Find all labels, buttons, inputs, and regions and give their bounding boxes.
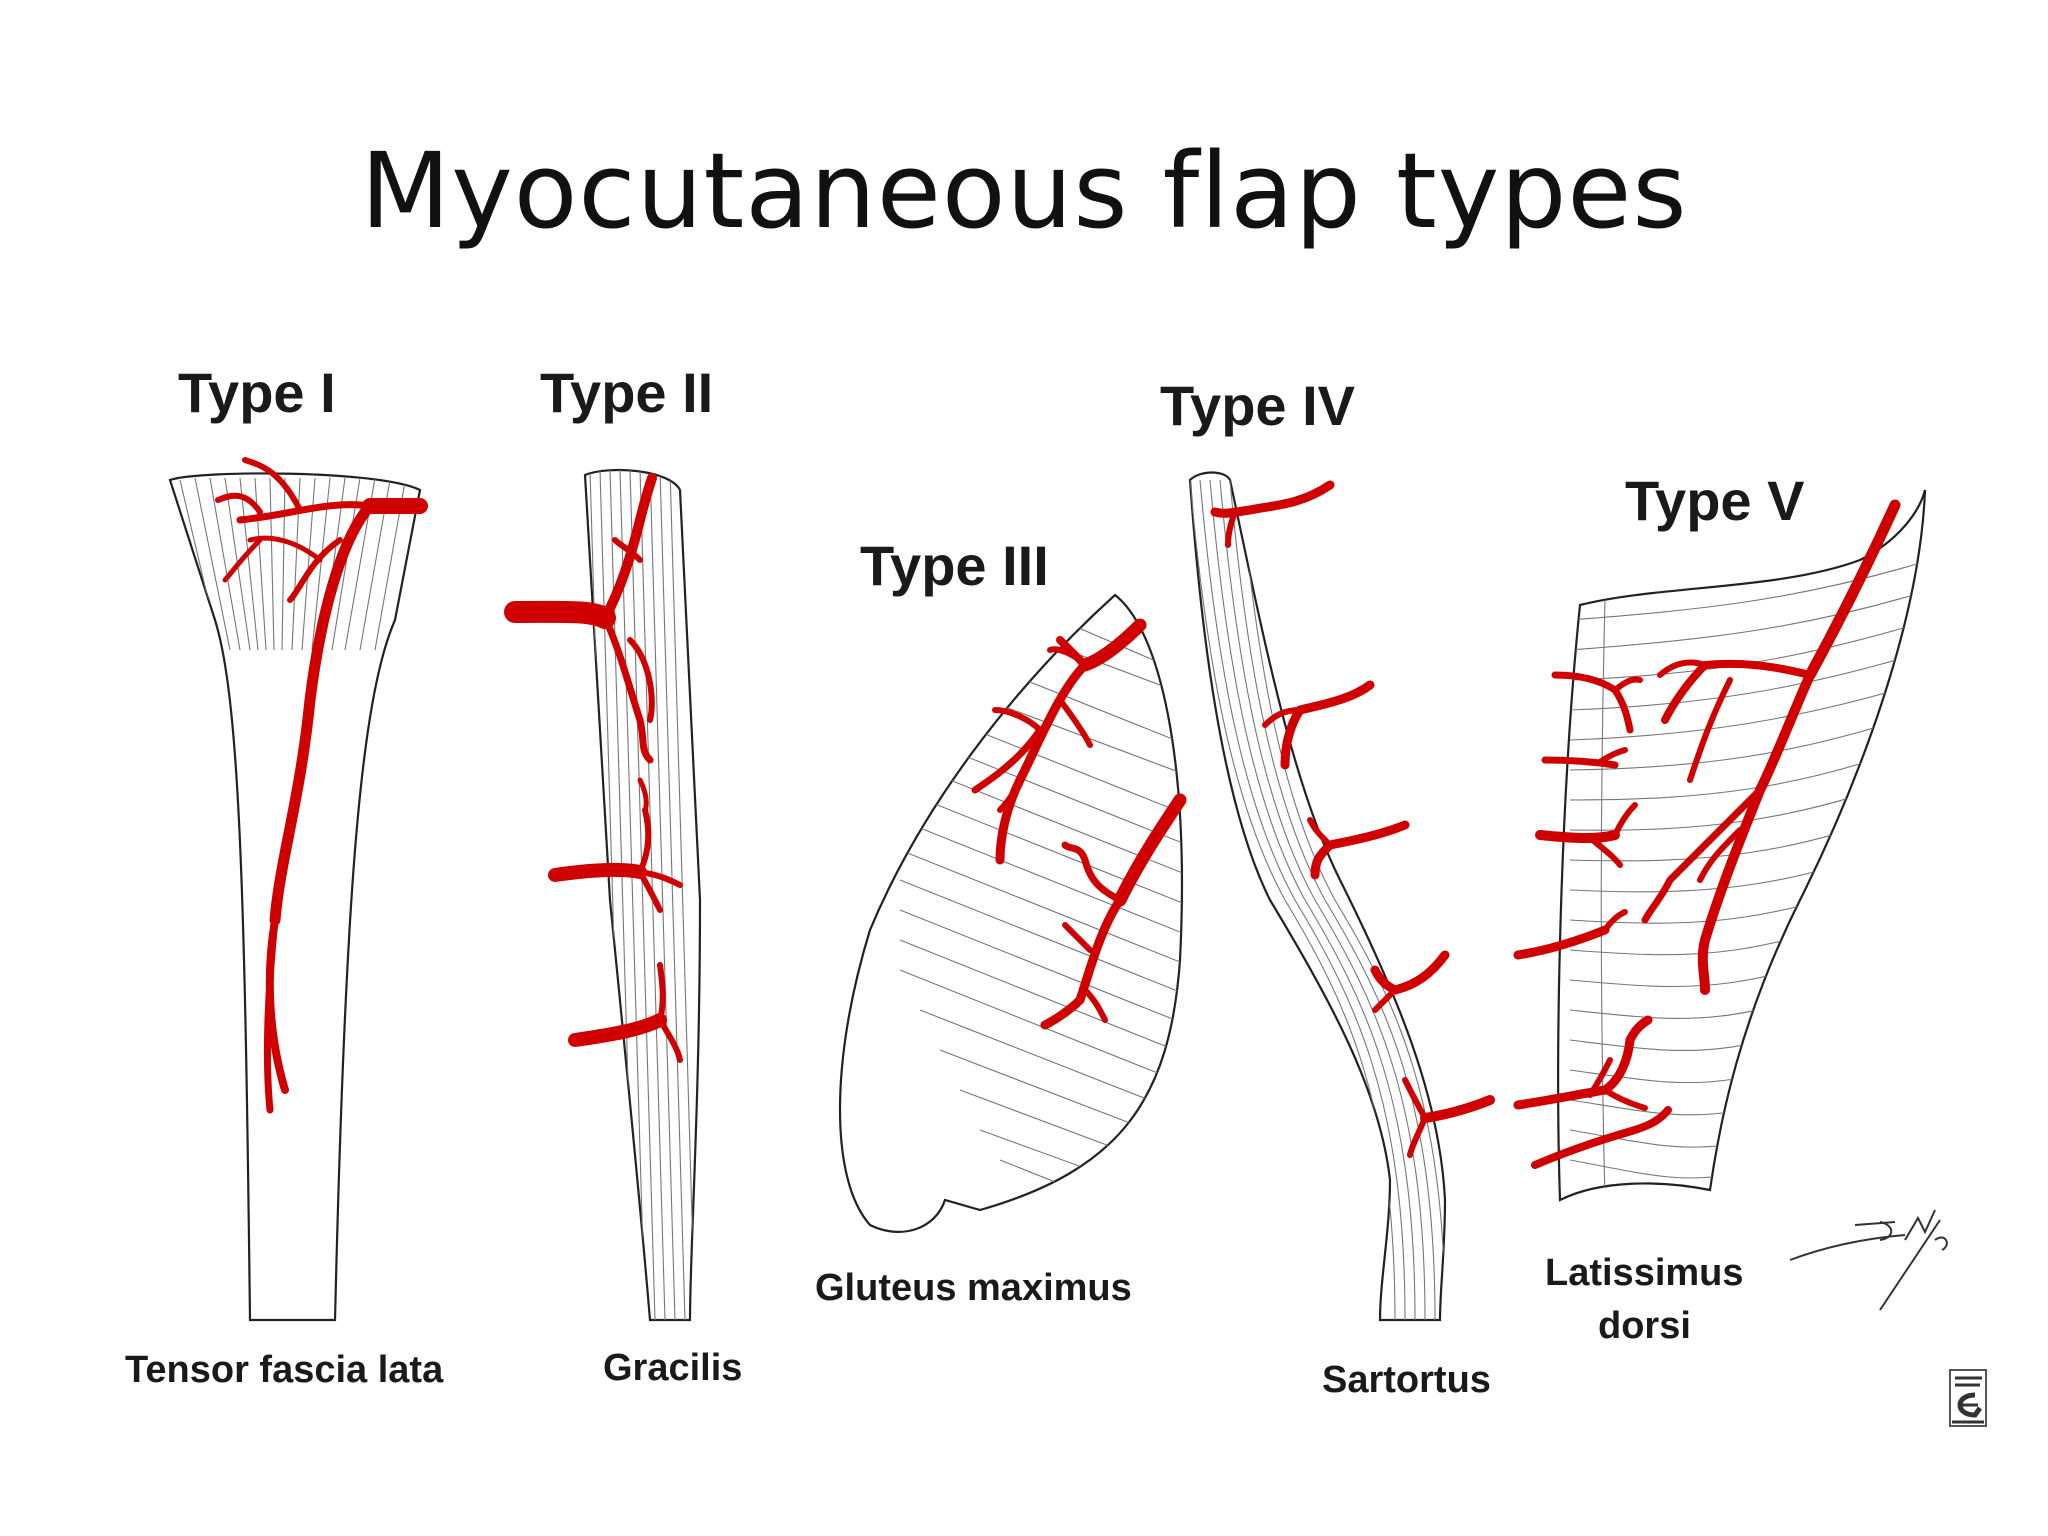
sartorius-muscle	[1188, 471, 1447, 1322]
sartorius-segmental-pedicles	[1210, 480, 1495, 1158]
type-1-label: Type I	[178, 361, 336, 424]
slide-title: Myocutaneous flap types	[360, 130, 1688, 252]
gluteal-inferior-pedicle	[1040, 793, 1187, 1030]
flap-type-1: Type I Tensor fascia lata	[125, 361, 444, 1391]
gluteal-superior-pedicle	[971, 618, 1147, 865]
flap-type-5: Type V	[1513, 469, 1927, 1347]
sartorius-label: Sartortus	[1322, 1359, 1491, 1401]
flap-type-4: Type IV Sartortus	[1160, 374, 1495, 1401]
gluteus-maximus-muscle	[838, 593, 1183, 1233]
flap-type-2: Type II Gracilis	[504, 361, 742, 1389]
tensor-fascia-lata-label: Tensor fascia lata	[125, 1349, 444, 1391]
tensor-fascia-lata-muscle	[168, 472, 422, 1322]
latissimus-label-line1: Latissimus	[1545, 1252, 1744, 1294]
latissimus-segmental-pedicles	[1513, 671, 1672, 1169]
type-4-label: Type IV	[1160, 374, 1355, 437]
publisher-logo-icon	[1949, 1369, 1987, 1427]
gracilis-vascular-pedicles	[504, 473, 683, 1063]
type-5-label: Type V	[1625, 469, 1804, 532]
flap-type-3: Type III Gluteus maximus	[815, 534, 1187, 1309]
type-2-label: Type II	[540, 361, 713, 424]
gracilis-label: Gracilis	[603, 1347, 742, 1389]
muscle-fiber-hatching	[1190, 479, 1445, 1320]
type-3-label: Type III	[860, 534, 1049, 597]
artist-signature	[1789, 1209, 1948, 1311]
gluteus-maximus-label: Gluteus maximus	[815, 1267, 1132, 1309]
latissimus-label-line2: dorsi	[1598, 1305, 1691, 1347]
tfl-vascular-pedicle	[215, 457, 428, 1114]
thoracodorsal-dominant-pedicle	[1641, 499, 1901, 995]
